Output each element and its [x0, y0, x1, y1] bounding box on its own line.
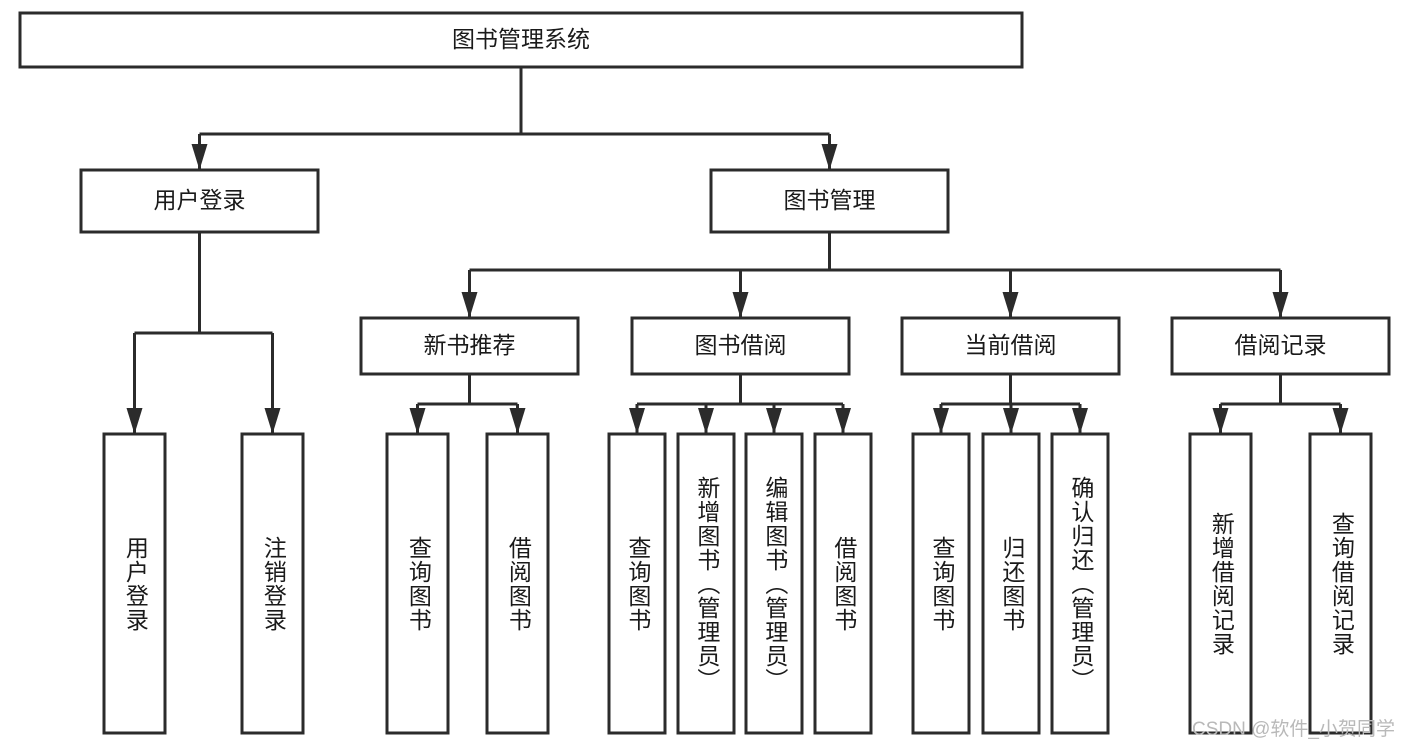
arrow-head-leaf-add-borrow-record — [1212, 408, 1229, 434]
arrow-head-leaf-query-book-recommend — [409, 408, 426, 434]
node-box-leaf-edit-book-admin — [744, 432, 804, 735]
node-box-leaf-logout-login — [240, 432, 305, 735]
connector-layer — [126, 67, 1349, 434]
node-box-leaf-add-borrow-record — [1188, 432, 1253, 735]
node-box-leaf-query-book-borrow — [607, 432, 667, 735]
node-label-user-login: 用户登录 — [154, 187, 246, 213]
node-box-leaf-add-book-admin — [676, 432, 736, 735]
node-label-book-borrow: 图书借阅 — [695, 332, 787, 358]
arrow-head-leaf-confirm-return-admin — [1072, 408, 1088, 434]
arrow-head-leaf-query-borrow-record — [1332, 408, 1349, 434]
arrow-head-current-borrow — [1002, 292, 1019, 318]
node-label-current-borrow: 当前借阅 — [965, 332, 1057, 358]
arrow-head-new-book-recommend — [461, 292, 478, 318]
arrow-head-leaf-logout-login — [264, 408, 281, 434]
node-label-book-management: 图书管理 — [784, 187, 876, 213]
node-box-leaf-query-borrow-record — [1308, 432, 1373, 735]
arrow-head-leaf-user-login — [126, 408, 143, 434]
node-box-leaf-return-book — [981, 432, 1041, 735]
arrow-head-book-management — [821, 144, 838, 170]
node-label-new-book-recommend: 新书推荐 — [424, 332, 516, 358]
arrow-head-leaf-query-book-current — [933, 408, 949, 434]
arrow-head-borrow-record — [1272, 292, 1289, 318]
arrow-head-book-borrow — [732, 292, 749, 318]
node-box-new-book-recommend — [359, 316, 580, 376]
node-label-borrow-record: 借阅记录 — [1235, 332, 1327, 358]
arrow-head-leaf-add-book-admin — [698, 408, 714, 434]
node-box-layer — [18, 11, 1391, 735]
arrow-head-leaf-borrow-book — [835, 408, 851, 434]
node-box-user-login — [79, 168, 320, 234]
node-box-leaf-user-login — [102, 432, 167, 735]
node-box-root — [18, 11, 1024, 69]
node-box-current-borrow — [900, 316, 1121, 376]
arrow-head-leaf-edit-book-admin — [766, 408, 782, 434]
node-box-book-management — [709, 168, 950, 234]
node-label-root: 图书管理系统 — [452, 26, 590, 52]
node-box-borrow-record — [1170, 316, 1391, 376]
node-box-leaf-query-book-recommend — [385, 432, 450, 735]
arrow-head-leaf-query-book-borrow — [629, 408, 645, 434]
node-box-book-borrow — [630, 316, 851, 376]
csdn-watermark: CSDN @软件_小贺同学 — [1192, 719, 1395, 740]
arrow-head-leaf-borrow-book-recommend — [509, 408, 526, 434]
arrow-head-user-login — [191, 144, 208, 170]
arrow-head-leaf-return-book — [1003, 408, 1019, 434]
node-box-leaf-borrow-book — [813, 432, 873, 735]
node-box-leaf-confirm-return-admin — [1050, 432, 1110, 735]
node-box-leaf-borrow-book-recommend — [485, 432, 550, 735]
node-box-leaf-query-book-current — [911, 432, 971, 735]
